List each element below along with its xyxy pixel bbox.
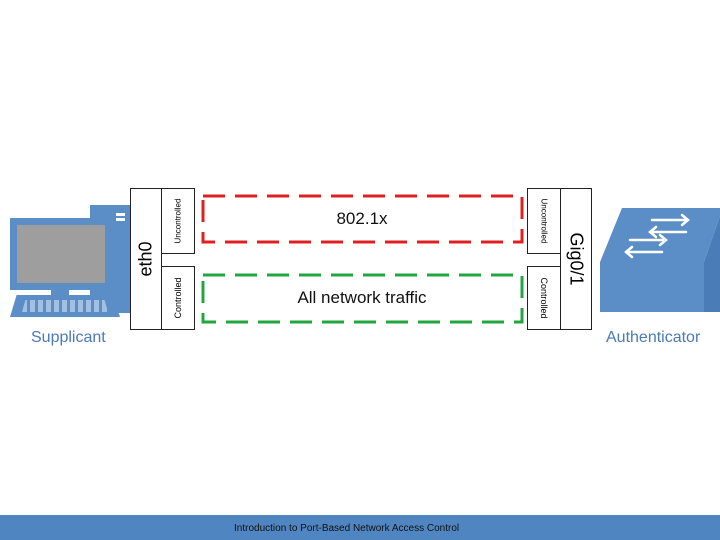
supplicant-uncontrolled-port	[161, 188, 195, 254]
supplicant-controlled-label: Controlled	[173, 277, 183, 319]
footer-title: Introduction to Port-Based Network Acces…	[234, 523, 460, 534]
eapol-channel-label: 802.1x	[336, 209, 388, 228]
keyboard	[10, 295, 120, 317]
authenticator-uncontrolled-port	[527, 188, 561, 254]
authenticator-port-box	[560, 188, 592, 330]
monitor-stand	[51, 290, 69, 295]
authenticator-port-label: Gig0/1	[566, 232, 587, 286]
authenticator-label: Authenticator	[606, 329, 701, 346]
drive-slot	[116, 218, 125, 221]
authenticator-uncontrolled-label: Uncontrolled	[539, 198, 549, 244]
monitor-screen	[17, 225, 105, 283]
drive-slot	[116, 213, 125, 216]
supplicant-uncontrolled-label: Uncontrolled	[173, 198, 183, 244]
monitor	[10, 218, 112, 290]
switch-icon	[600, 208, 720, 312]
supplicant-port-box	[130, 188, 162, 330]
supplicant-label: Supplicant	[31, 329, 106, 346]
supplicant-port-label: eth0	[135, 241, 156, 277]
keyboard-keys	[22, 300, 108, 312]
authenticator-controlled-port	[527, 266, 561, 330]
supplicant-controlled-port	[161, 266, 195, 330]
authenticator-controlled-label: Controlled	[539, 277, 549, 319]
footer-bar	[0, 515, 720, 540]
traffic-channel-label: All network traffic	[297, 288, 427, 307]
